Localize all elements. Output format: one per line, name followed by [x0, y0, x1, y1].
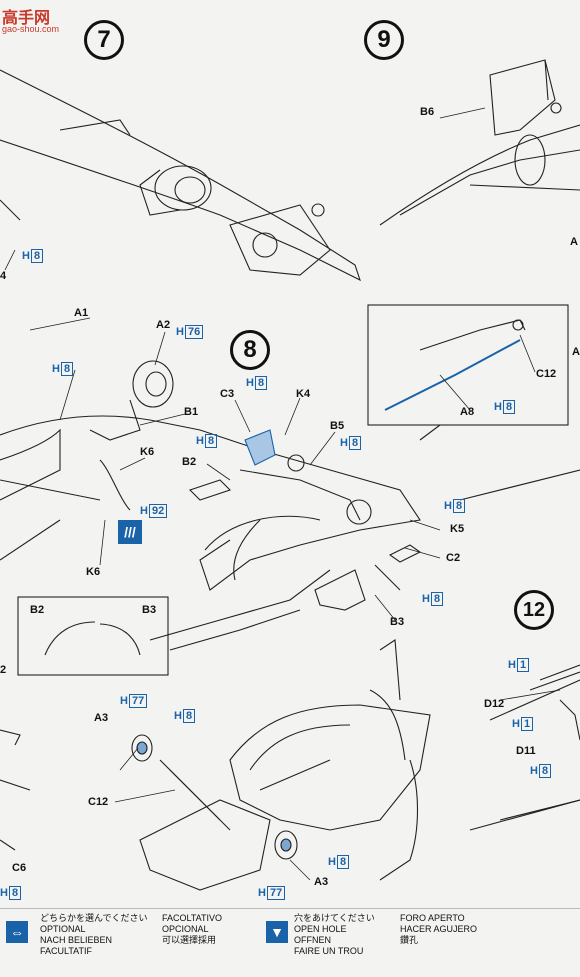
part-label-c3: C3	[220, 388, 235, 400]
legend-hole-text: 穴をあけてください OPEN HOLE OFFNEN FAIRE UN TROU	[294, 913, 375, 956]
step-7-badge: 7	[84, 20, 124, 60]
part-label-k6-top: K6	[140, 446, 155, 458]
part-label-a8: A8	[460, 406, 475, 418]
part-label-b3: B3	[390, 616, 405, 628]
part-label-k6-bottom: K6	[86, 566, 101, 578]
double-arrow-icon: ⇔	[6, 921, 28, 943]
symbol-legend: ⇔ どちらかを選んでください OPTIONAL NACH BELIEBEN FA…	[0, 908, 580, 977]
part-label-4: 4	[0, 270, 7, 282]
part-label-a2: A2	[156, 319, 171, 331]
watermark-url: gao-shou.com	[2, 24, 60, 34]
part-label-a1: A1	[74, 307, 89, 319]
drill-hole-icon: ▼	[266, 921, 288, 943]
drill-hole-icon: ///	[118, 520, 142, 544]
part-label-k4: K4	[296, 388, 311, 400]
part-label-d12: D12	[484, 698, 505, 710]
part-label-b2: B2	[182, 456, 197, 468]
part-label-d11: D11	[516, 745, 536, 757]
inset-label-b2: B2	[30, 604, 45, 616]
part-label-b1: B1	[184, 406, 199, 418]
part-label-a3-top: A3	[94, 712, 109, 724]
part-label-c2: C2	[446, 552, 461, 564]
part-label-c6: C6	[12, 862, 27, 874]
part-label-k5: K5	[450, 523, 465, 535]
watermark-logo: 高手网	[2, 10, 51, 27]
part-label-a-edge: A	[570, 236, 578, 248]
step-12-badge: 12	[514, 590, 554, 630]
legend-optional-text-2: FACOLTATIVO OPCIONAL 可以選擇採用	[162, 913, 223, 945]
legend-optional-text: どちらかを選んでください OPTIONAL NACH BELIEBEN FACU…	[40, 913, 148, 956]
step-9-badge: 9	[364, 20, 404, 60]
part-label-a-edge-2: A	[572, 346, 580, 358]
legend-hole-text-2: FORO APERTO HACER AGUJERO 鑽孔	[400, 913, 478, 945]
part-label-c12: C12	[88, 796, 109, 808]
part-label-b5: B5	[330, 420, 345, 432]
inset-label-b3: B3	[142, 604, 157, 616]
part-label-b6: B6	[420, 106, 435, 118]
step-8-badge: 8	[230, 330, 270, 370]
part-label-2: 2	[0, 664, 7, 676]
part-label-a3-bottom: A3	[314, 876, 329, 888]
part-label-c12-inset: C12	[536, 368, 557, 380]
